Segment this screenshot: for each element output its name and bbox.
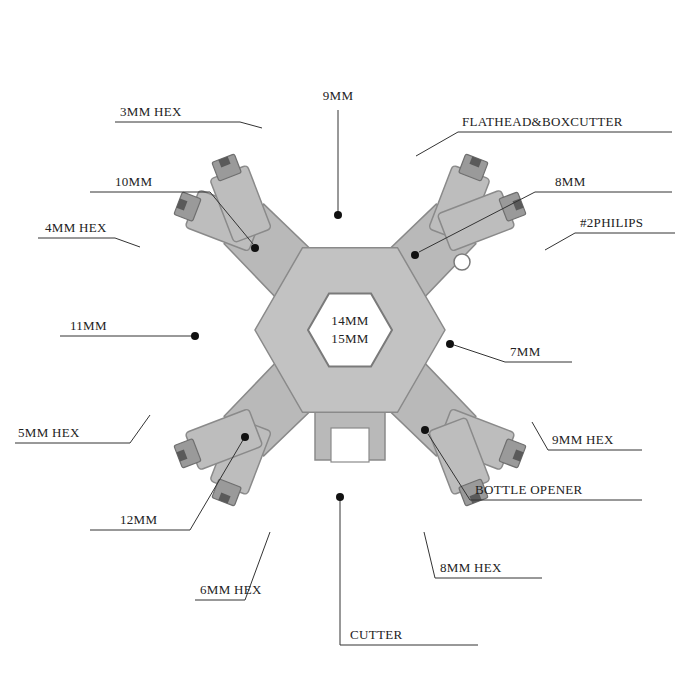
part-label: CUTTER xyxy=(350,627,402,643)
part-label: 9MM HEX xyxy=(552,432,614,448)
part-label: 14MM xyxy=(331,313,368,329)
part-label: 8MM xyxy=(555,174,586,190)
part-label: 10MM xyxy=(115,174,152,190)
part-label: 11MM xyxy=(70,318,107,334)
part-label: 15MM xyxy=(331,331,368,347)
part-label: BOTTLE OPENER xyxy=(475,482,583,498)
part-label: 9MM xyxy=(323,88,354,104)
part-label: #2PHILIPS xyxy=(580,215,643,231)
part-label: 5MM HEX xyxy=(18,425,80,441)
part-label: 6MM HEX xyxy=(200,582,262,598)
part-label: 4MM HEX xyxy=(45,220,107,236)
part-label: FLATHEAD&BOXCUTTER xyxy=(462,114,623,130)
part-label: 12MM xyxy=(120,512,157,528)
part-label: 7MM xyxy=(510,344,541,360)
part-label: 3MM HEX xyxy=(120,104,182,120)
part-label: 8MM HEX xyxy=(440,560,502,576)
